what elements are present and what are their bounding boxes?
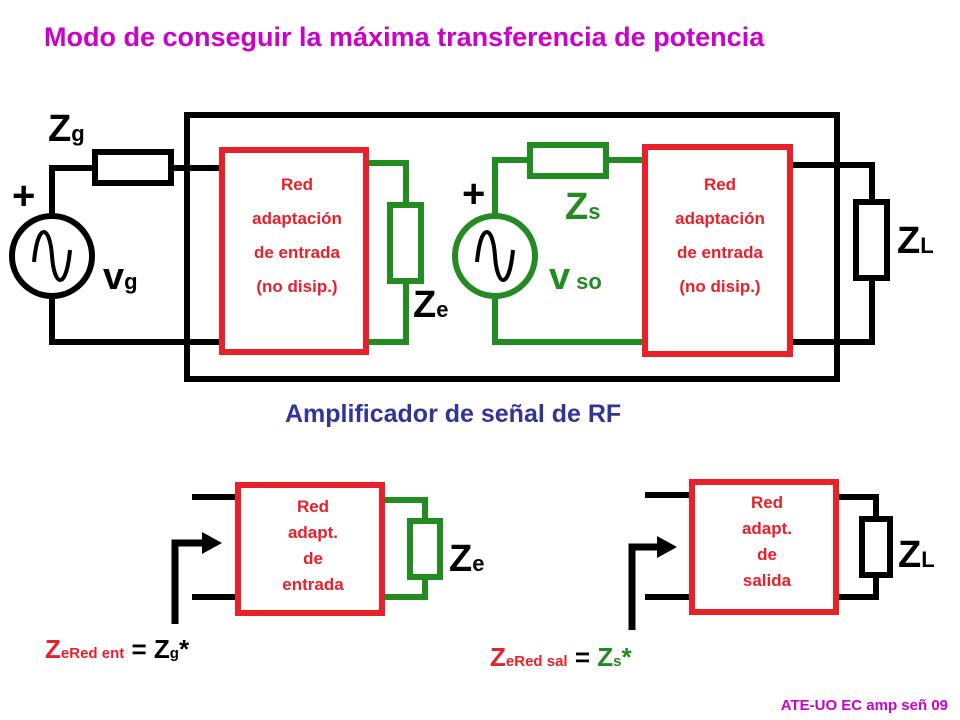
ZL-wire-top xyxy=(790,162,875,202)
Ze-label: Ze xyxy=(413,284,449,326)
Ze-resistor xyxy=(387,202,424,284)
output-match-equation: ZeRed sal = Zs* xyxy=(490,642,632,672)
bl-network-label: Red adapt. de entrada xyxy=(282,497,344,594)
input-match-equation: ZeRed ent = Zg* xyxy=(45,634,190,664)
br-network-label: Red adapt. de salida xyxy=(741,493,793,590)
vg-sine xyxy=(32,230,72,282)
amplifier-label: Amplificador de señal de RF xyxy=(285,400,622,428)
ZL-resistor xyxy=(853,199,890,281)
bl-Ze-resistor xyxy=(407,518,443,580)
page-title: Modo de conseguir la máxima transferenci… xyxy=(44,22,765,52)
vso-plus-sign: + xyxy=(462,172,486,216)
bl-network-box xyxy=(235,482,385,616)
br-network-box xyxy=(689,479,839,615)
bl-arrow-head xyxy=(202,532,222,554)
output-network-box xyxy=(642,144,793,357)
Zs-label: Zs xyxy=(565,186,601,228)
input-network-box xyxy=(219,147,369,355)
br-ZL-label: ZL xyxy=(898,534,935,576)
amplifier-box xyxy=(184,112,840,382)
input-network-label: Red adaptación de entrada (no disip.) xyxy=(252,175,342,296)
vso-wire-bottom xyxy=(492,296,645,345)
br-arrow-line xyxy=(628,543,660,630)
vg-label: vg xyxy=(103,256,138,298)
br-ZL-resistor xyxy=(859,516,893,578)
footer-label: ATE-UO EC amp señ 09 xyxy=(780,697,948,714)
Zg-label: Zg xyxy=(48,108,85,150)
br-ZL-wire-top xyxy=(836,494,879,519)
Ze-wire-bottom xyxy=(366,281,409,345)
vso-sine xyxy=(475,230,515,282)
Zg-resistor xyxy=(92,149,174,186)
bl-Ze-wire-top xyxy=(382,497,428,521)
br-ZL-wire-bottom xyxy=(836,575,879,600)
Zs-resistor xyxy=(527,142,609,179)
wire-bottom-left xyxy=(49,294,222,345)
Ze-wire-top xyxy=(366,160,409,205)
bl-Ze-label: Ze xyxy=(449,538,485,580)
vg-plus-sign: + xyxy=(12,174,36,218)
bl-Ze-wire-bottom xyxy=(382,577,428,600)
output-network-label: Red adaptación de entrada (no disip.) xyxy=(675,175,765,296)
ZL-label: ZL xyxy=(897,220,934,262)
br-arrow-head xyxy=(657,536,677,558)
bl-arrow-line xyxy=(171,539,205,624)
Zs-wire-left xyxy=(492,157,530,216)
ZL-wire-bottom xyxy=(790,278,875,345)
